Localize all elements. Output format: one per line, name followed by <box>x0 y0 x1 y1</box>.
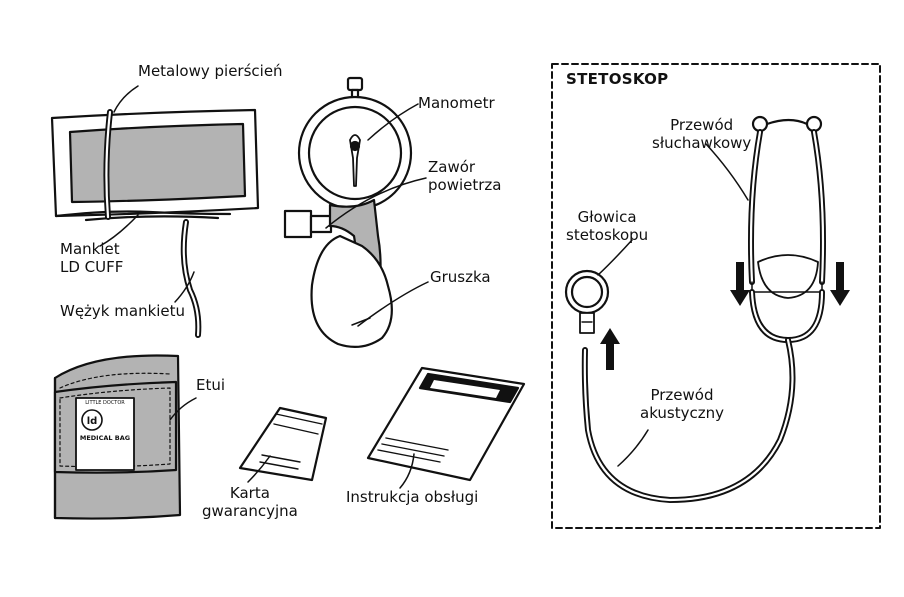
label-binaural-line2: słuchawkowy <box>652 134 752 152</box>
arrow-down-left-icon <box>730 262 750 306</box>
metal-ring-icon <box>103 109 113 220</box>
stethoscope-box <box>551 63 881 529</box>
label-bulb: Gruszka <box>430 268 491 286</box>
warranty-card-icon <box>238 406 328 482</box>
label-warranty-line1: Karta <box>229 484 270 502</box>
case-icon: ld <box>53 354 182 520</box>
leader-cuff <box>99 214 139 247</box>
stethoscope-title: STETOSKOP <box>566 70 669 88</box>
manometer-icon <box>297 76 413 211</box>
label-warranty-line2: gwarancyjna <box>202 502 298 520</box>
leader-acoustic <box>617 429 649 467</box>
label-cuff: Mankiet LD CUFF <box>60 240 123 276</box>
label-case: Etui <box>196 376 226 394</box>
leader-manometer <box>367 103 419 141</box>
label-metal-ring: Metalowy pierścień <box>138 62 283 80</box>
air-valve-icon <box>283 209 333 239</box>
leader-cuff-hose <box>174 271 195 303</box>
label-acoustic: Przewód akustyczny <box>640 386 724 422</box>
leader-air-valve <box>325 177 427 229</box>
cuff-hose <box>180 219 202 338</box>
label-valve-line2: powietrza <box>428 176 502 194</box>
manual-icon <box>366 366 526 482</box>
label-manometer: Manometr <box>418 94 495 112</box>
label-chestpiece: Głowica stetoskopu <box>566 208 648 244</box>
label-manual: Instrukcja obsługi <box>346 488 479 506</box>
label-air-valve: Zawór powietrza <box>428 158 501 194</box>
label-cuff-line1: Mankiet <box>60 240 120 258</box>
svg-text:ld: ld <box>87 416 98 427</box>
arrow-up-icon <box>600 328 620 370</box>
bulb-icon <box>310 198 393 349</box>
label-acoustic-line2: akustyczny <box>640 404 725 422</box>
label-chestpiece-line2: stetoskopu <box>566 226 649 244</box>
chestpiece-icon <box>564 269 610 334</box>
cuff <box>50 108 260 222</box>
binaural-tubes-icon <box>748 115 826 343</box>
leader-binaural <box>705 143 749 201</box>
leader-metal-ring <box>113 85 139 113</box>
arrow-icons <box>600 262 850 370</box>
leader-bulb <box>357 281 429 327</box>
leader-chestpiece <box>597 239 633 276</box>
label-cuff-line2: LD CUFF <box>60 258 124 276</box>
acoustic-tube-icon <box>581 337 796 503</box>
label-binaural: Przewód słuchawkowy <box>652 116 751 152</box>
leader-warranty <box>247 455 271 483</box>
label-binaural-line1: Przewód <box>670 116 734 134</box>
leader-manual <box>399 453 415 489</box>
label-valve-line1: Zawór <box>428 158 476 176</box>
label-acoustic-line1: Przewód <box>650 386 714 404</box>
label-warranty: Karta gwarancyjna <box>202 484 298 520</box>
arrow-down-right-icon <box>830 262 850 306</box>
leader-case <box>169 397 197 421</box>
case-badge-ring-text: LITTLE DOCTOR <box>85 400 125 406</box>
label-cuff-hose: Wężyk mankietu <box>60 302 186 320</box>
label-chestpiece-line1: Głowica <box>577 208 637 226</box>
case-badge-text: MEDICAL BAG <box>79 434 131 442</box>
